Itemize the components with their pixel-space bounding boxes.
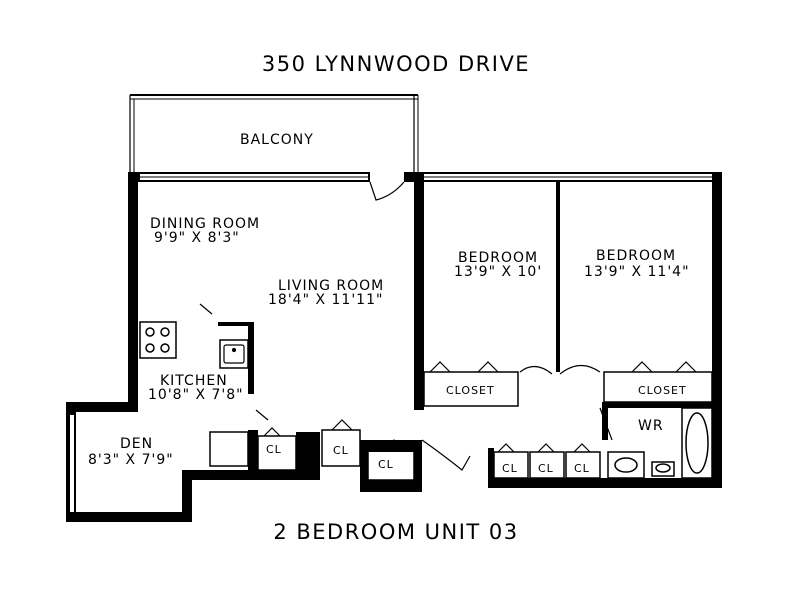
toilet-icon bbox=[651, 461, 675, 477]
sink-icon bbox=[223, 344, 245, 364]
dining-room-size: 9'9" X 8'3" bbox=[154, 230, 240, 246]
plan-title: 350 LYNNWOOD DRIVE bbox=[261, 52, 531, 76]
closet-cl-3: CL bbox=[378, 458, 394, 471]
closet-cl-2: CL bbox=[333, 444, 349, 457]
bathtub-icon bbox=[681, 407, 713, 479]
closet-1-label: CLOSET bbox=[446, 384, 495, 397]
living-room-label: LIVING ROOM bbox=[278, 278, 384, 294]
closet-2-label: CLOSET bbox=[638, 384, 687, 397]
den-size: 8'3" X 7'9" bbox=[88, 452, 174, 468]
bedroom-1-label: BEDROOM bbox=[458, 250, 538, 266]
kitchen-label: KITCHEN bbox=[160, 373, 228, 389]
closet-cl-5: CL bbox=[538, 462, 554, 475]
door-swings bbox=[199, 181, 697, 471]
closet-cl-1: CL bbox=[266, 443, 282, 456]
kitchen-size: 10'8" X 7'8" bbox=[148, 387, 244, 403]
dining-room-label: DINING ROOM bbox=[150, 216, 260, 232]
unit-title: 2 BEDROOM UNIT 03 bbox=[273, 520, 519, 544]
partition-lines bbox=[139, 321, 713, 481]
washroom-sink-icon bbox=[607, 451, 645, 479]
bedroom-2-size: 13'9" X 11'4" bbox=[584, 264, 690, 280]
living-room-size: 18'4" X 11'11" bbox=[268, 292, 383, 308]
washroom-label: WR bbox=[638, 418, 664, 434]
balcony-label: BALCONY bbox=[240, 132, 314, 148]
bedroom-1-size: 13'9" X 10' bbox=[454, 264, 542, 280]
balcony-outline bbox=[129, 94, 419, 172]
bedroom-2-label: BEDROOM bbox=[596, 248, 676, 264]
den-label: DEN bbox=[120, 436, 153, 452]
stove-icon bbox=[145, 327, 170, 353]
closet-cl-4: CL bbox=[502, 462, 518, 475]
closet-cl-6: CL bbox=[574, 462, 590, 475]
